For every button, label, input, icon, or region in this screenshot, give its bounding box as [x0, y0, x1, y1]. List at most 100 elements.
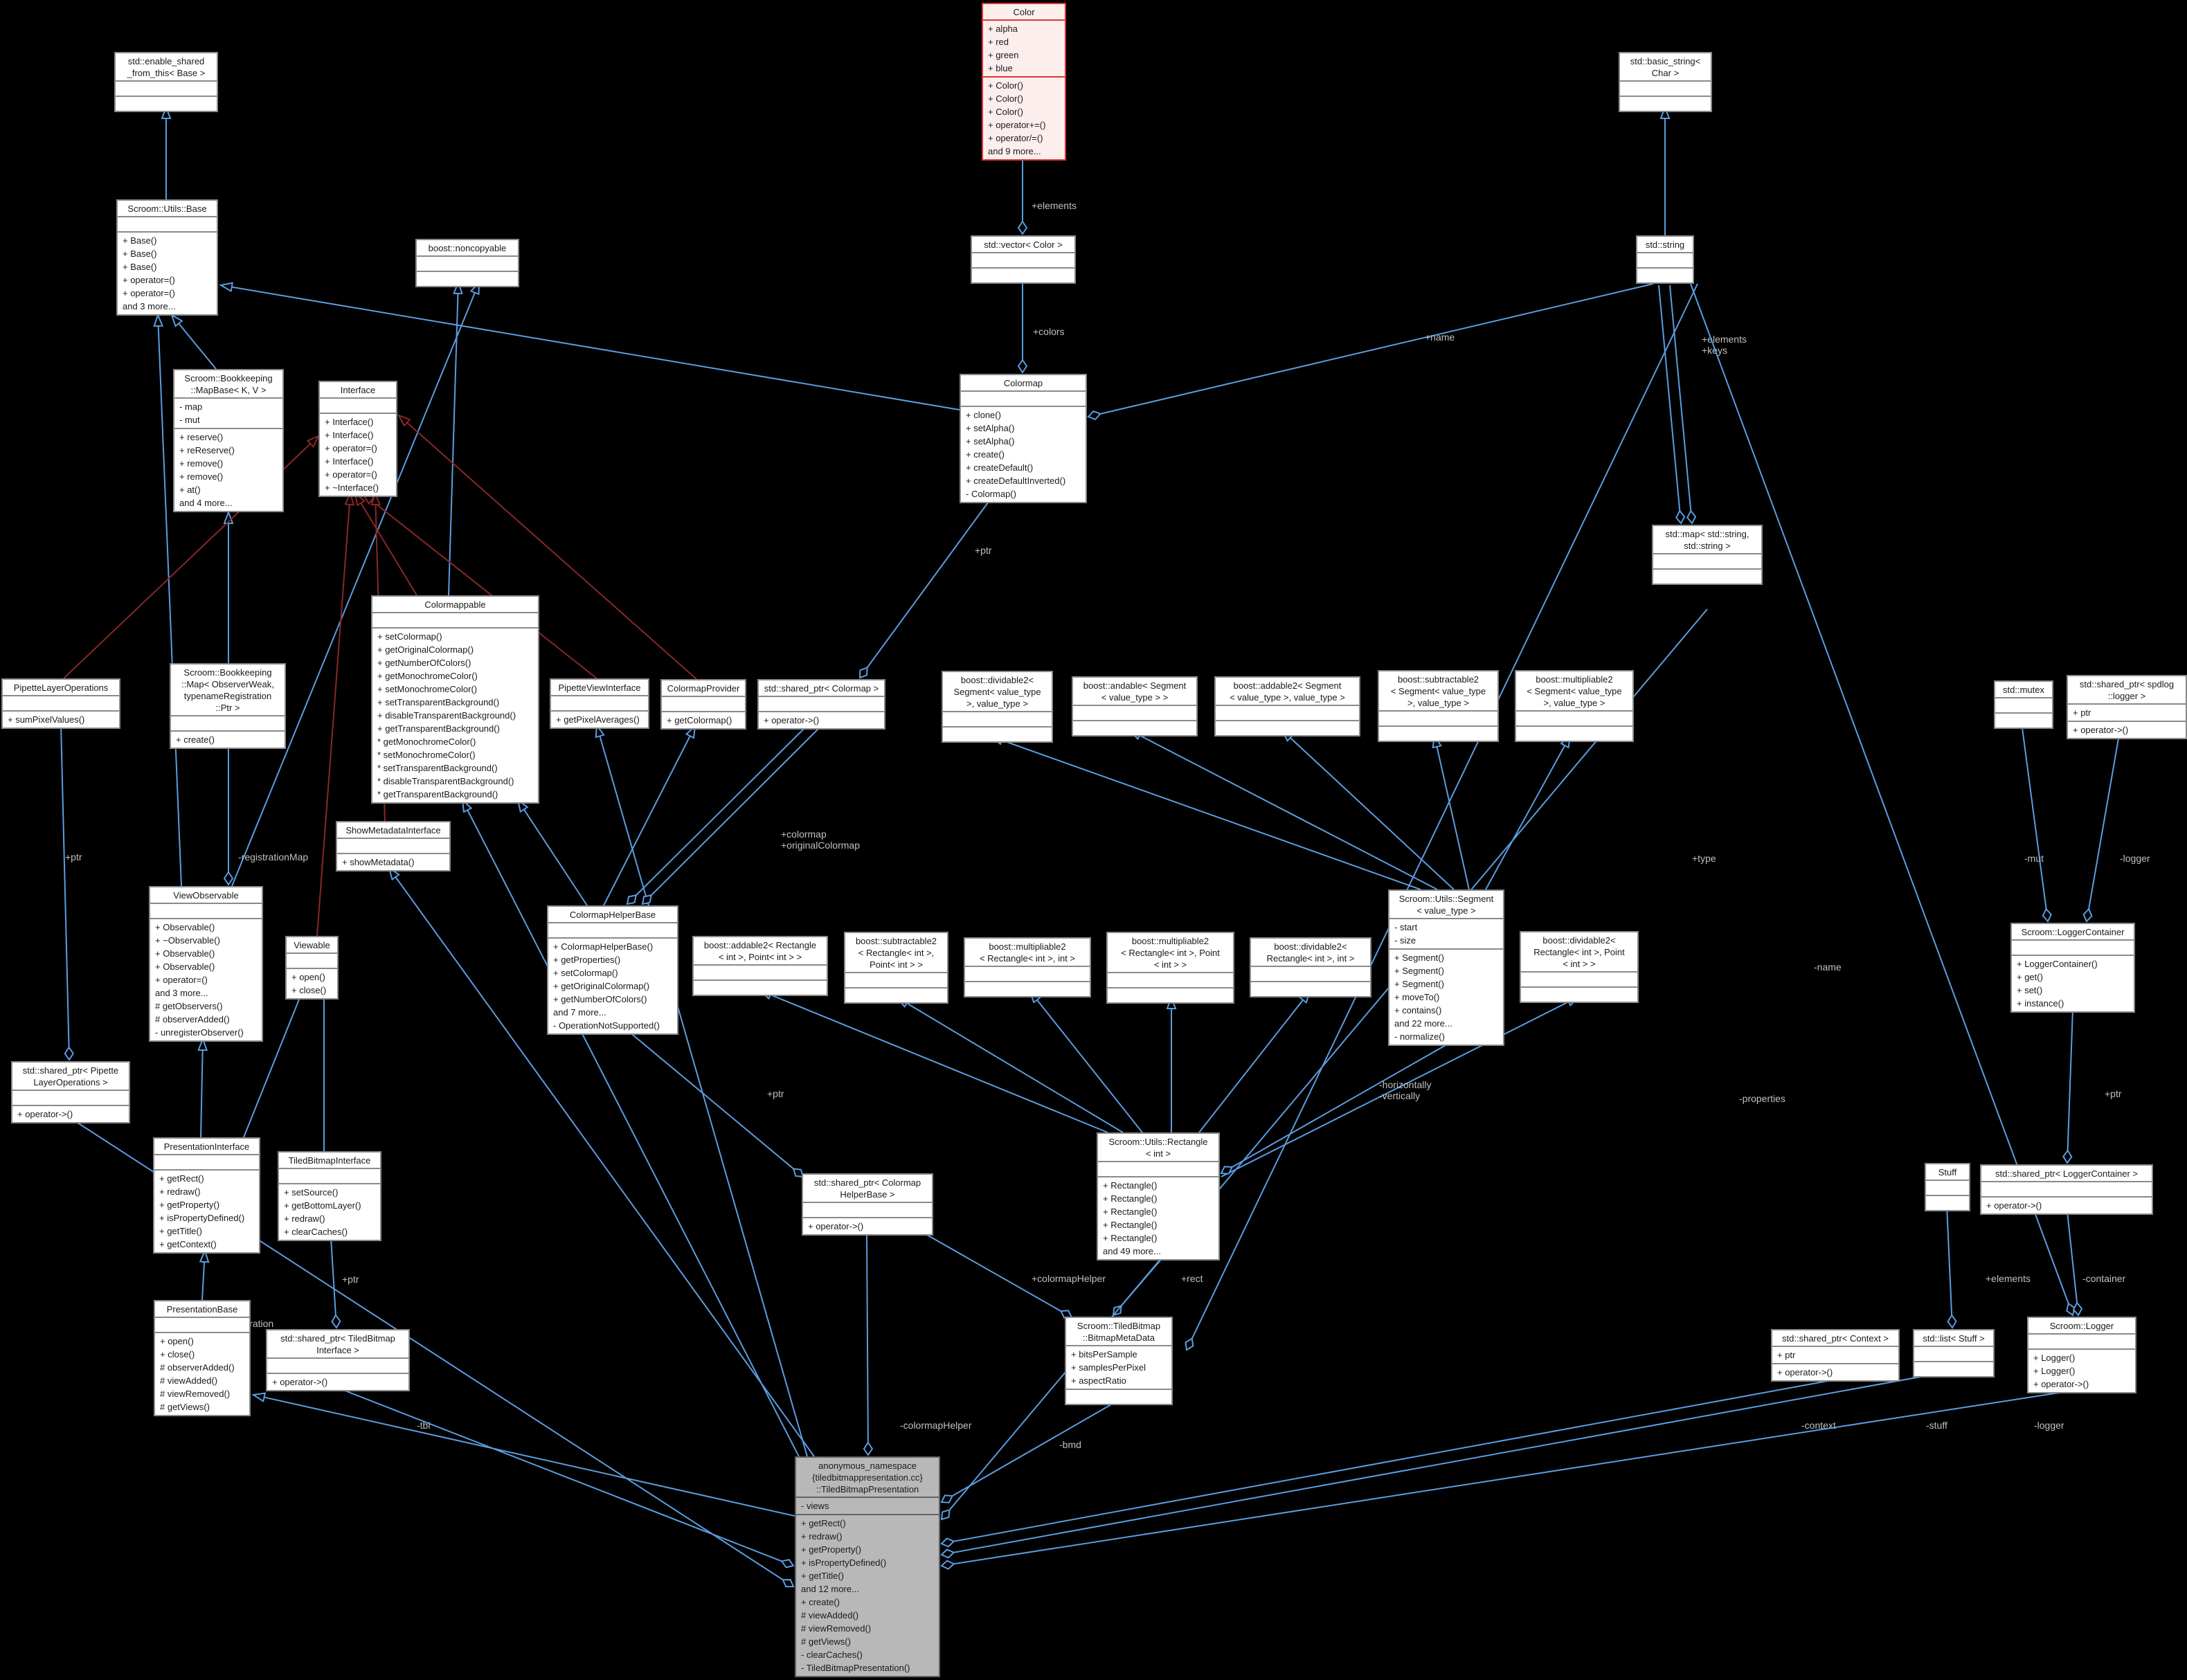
class-enable-shared[interactable]: std::enable_shared_from_this< Base >	[114, 52, 218, 112]
class-std-mutex[interactable]: std::mutex	[1994, 680, 2053, 729]
class-title-line: std::string	[1645, 240, 1685, 250]
edge-label: -bmd	[1059, 1439, 1081, 1450]
class-bk-map[interactable]: Scroom::Bookkeeping::Map< ObserverWeak,t…	[170, 663, 286, 749]
methods-section	[1516, 725, 1632, 741]
class-std-string[interactable]: std::string	[1636, 235, 1694, 284]
class-interface[interactable]: Interface+ Interface()+ Interface()+ ope…	[318, 381, 397, 497]
class-b-add-rect[interactable]: boost::addable2< Rectangle< int >, Point…	[692, 936, 828, 996]
class-shared-colormap[interactable]: std::shared_ptr< Colormap >+ operator->(…	[757, 679, 885, 730]
member-row: + getOriginalColormap()	[553, 981, 650, 991]
attributes-section	[1251, 966, 1370, 981]
attributes-section	[1516, 710, 1632, 725]
class-basic-string[interactable]: std::basic_string<Char >	[1619, 52, 1712, 112]
inheritance-edge-4	[448, 282, 458, 596]
class-title-line: std::enable_shared	[127, 56, 205, 66]
class-title: boost::multipliable2< Segment< value_typ…	[1516, 671, 1632, 710]
attributes-section	[1521, 971, 1637, 986]
class-viewobservable[interactable]: ViewObservable+ Observable()+ ~Observabl…	[149, 886, 263, 1042]
class-rectangle[interactable]: Scroom::Utils::Rectangle< int >+ Rectang…	[1097, 1132, 1220, 1261]
member-row: + Interface()	[325, 417, 374, 427]
attributes-section	[1073, 705, 1196, 720]
attributes-section	[279, 1168, 380, 1183]
class-spdlog-logger[interactable]: std::shared_ptr< spdlog::logger >+ ptr+ …	[2067, 675, 2187, 739]
class-title: std::mutex	[1995, 682, 2052, 697]
member-row: + createDefault()	[966, 462, 1034, 473]
methods-section: + showMetadata()	[337, 853, 449, 870]
class-title-line: Scroom::Utils::Rectangle	[1108, 1137, 1208, 1147]
class-shared-context[interactable]: std::shared_ptr< Context >+ ptr+ operato…	[1771, 1329, 1900, 1382]
member-row: + operator=()	[123, 288, 175, 298]
class-title: boost::dividable2<Rectangle< int >, int …	[1251, 939, 1370, 966]
class-title: boost::multipliable2< Rectangle< int >, …	[1108, 933, 1233, 972]
class-scroom-logger[interactable]: Scroom::Logger+ Logger()+ Logger()+ oper…	[2027, 1317, 2136, 1393]
inheritance-edge-12	[253, 1395, 795, 1517]
edge-label: +name	[1425, 332, 1455, 343]
member-row: + Observable()	[155, 961, 215, 972]
class-title: boost::subtractable2< Segment< value_typ…	[1379, 671, 1497, 710]
class-showmetadata[interactable]: ShowMetadataInterface+ showMetadata()	[336, 821, 451, 871]
class-b-sub-rect[interactable]: boost::subtractable2< Rectangle< int >,P…	[844, 932, 948, 1004]
class-noncopyable[interactable]: boost::noncopyable	[415, 239, 519, 287]
class-presentationbase[interactable]: PresentationBase+ open()+ close()# obser…	[154, 1300, 251, 1416]
class-title: std::shared_ptr< LoggerContainer >	[1981, 1166, 2152, 1181]
class-pipette-view[interactable]: PipetteViewInterface+ getPixelAverages()	[550, 678, 649, 729]
class-helperbase[interactable]: ColormapHelperBase+ ColormapHelperBase()…	[547, 905, 678, 1035]
class-title: Colormappable	[372, 597, 538, 612]
class-title: Interface	[320, 382, 396, 397]
class-map-string[interactable]: std::map< std::string,std::string >	[1652, 525, 1763, 585]
class-bitmapmetadata[interactable]: Scroom::TiledBitmap::BitmapMetaData+ bit…	[1065, 1317, 1173, 1405]
class-pipette-ops[interactable]: PipetteLayerOperations+ sumPixelValues()	[1, 678, 120, 729]
class-vector-color[interactable]: std::vector< Color >	[971, 235, 1076, 284]
class-title-line: Interface >	[316, 1345, 359, 1355]
class-b-sub-seg[interactable]: boost::subtractable2< Segment< value_typ…	[1378, 670, 1499, 742]
class-viewable[interactable]: Viewable+ open()+ close()	[285, 936, 339, 1000]
aggregation-edge-45	[2087, 738, 2119, 921]
class-colormap-provider[interactable]: ColormapProvider+ getColormap()	[660, 679, 746, 730]
edge-label: +type	[1692, 853, 1716, 864]
member-row: and 4 more...	[179, 498, 233, 508]
class-main[interactable]: anonymous_namespace{tiledbitmappresentat…	[795, 1456, 940, 1677]
class-b-mul-rect-int[interactable]: boost::multipliable2< Rectangle< int >, …	[964, 937, 1091, 997]
class-title-line: boost::multipliable2	[1536, 674, 1613, 685]
class-color[interactable]: Color+ alpha+ red+ green+ blue+ Color()+…	[982, 3, 1066, 161]
class-title-line: Scroom::Logger	[2049, 1321, 2114, 1331]
class-b-div-rect-point[interactable]: boost::dividable2<Rectangle< int >, Poin…	[1520, 931, 1639, 1003]
attributes-section	[118, 216, 217, 231]
class-b-and-seg[interactable]: boost::andable< Segment< value_type > >	[1072, 676, 1198, 737]
class-b-mul-seg[interactable]: boost::multipliable2< Segment< value_typ…	[1515, 670, 1634, 742]
class-colormappable[interactable]: Colormappable+ setColormap()+ getOrigina…	[371, 595, 539, 804]
member-row: # getObservers()	[155, 1001, 223, 1011]
methods-section	[694, 979, 827, 995]
class-b-div-rect-int[interactable]: boost::dividable2<Rectangle< int >, int …	[1250, 937, 1371, 997]
member-row: + ptr	[2073, 707, 2091, 718]
class-title-line: PipetteLayerOperations	[13, 683, 109, 693]
class-tiledbitmapinterface[interactable]: TiledBitmapInterface+ setSource()+ getBo…	[278, 1151, 381, 1241]
class-presentationinterface[interactable]: PresentationInterface+ getRect()+ redraw…	[153, 1137, 260, 1254]
attributes-section	[2012, 939, 2134, 955]
class-utils-base[interactable]: Scroom::Utils::Base+ Base()+ Base()+ Bas…	[116, 199, 218, 316]
class-mapbase[interactable]: Scroom::Bookkeeping::MapBase< K, V >- ma…	[173, 369, 284, 512]
class-loggercontainer[interactable]: Scroom::LoggerContainer+ LoggerContainer…	[2010, 923, 2135, 1013]
inheritance-edge-25	[1030, 991, 1143, 1133]
class-colormap[interactable]: Colormap+ clone()+ setAlpha()+ setAlpha(…	[960, 374, 1087, 503]
class-segment[interactable]: Scroom::Utils::Segment< value_type >- st…	[1388, 889, 1504, 1046]
class-b-mul-rect-point[interactable]: boost::multipliable2< Rectangle< int >, …	[1106, 932, 1234, 1004]
class-b-add-seg[interactable]: boost::addable2< Segment< value_type >, …	[1214, 676, 1360, 737]
class-title-line: boost::dividable2<	[1542, 935, 1616, 946]
class-b-div-seg[interactable]: boost::dividable2<Segment< value_type>, …	[942, 671, 1053, 743]
class-title-line: Scroom::Bookkeeping	[183, 667, 272, 678]
class-title: std::vector< Color >	[972, 237, 1074, 252]
class-title-line: LayerOperations >	[33, 1077, 108, 1087]
class-title-line: ::BitmapMetaData	[1082, 1333, 1155, 1343]
class-title-line: boost::dividable2<	[960, 675, 1034, 685]
class-stuff[interactable]: Stuff	[1925, 1163, 1970, 1211]
class-shared-loggercontainer[interactable]: std::shared_ptr< LoggerContainer >+ oper…	[1980, 1164, 2153, 1215]
attributes-section	[1620, 80, 1711, 96]
class-list-stuff[interactable]: std::list< Stuff >	[1913, 1329, 1995, 1378]
member-row: and 7 more...	[553, 1007, 606, 1018]
member-row: # observerAdded()	[155, 1014, 230, 1024]
edge-label: -tbi	[417, 1420, 430, 1431]
